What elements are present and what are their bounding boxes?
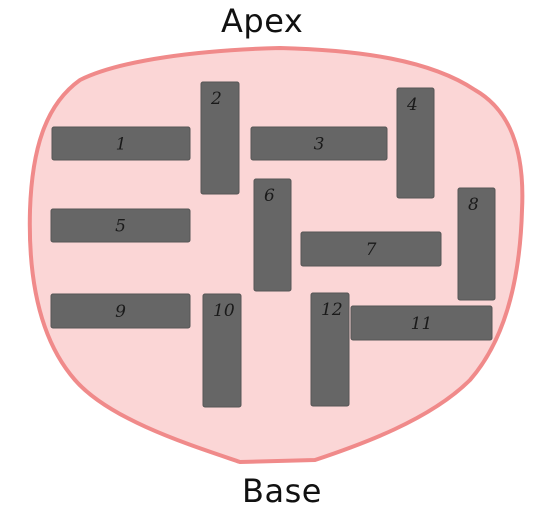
base-label: Base (242, 472, 322, 510)
block-5: 5 (50, 208, 191, 243)
block-rect-10 (202, 293, 242, 408)
block-9: 9 (50, 293, 191, 329)
block-11: 11 (350, 305, 493, 341)
block-1: 1 (51, 126, 191, 161)
block-rect-2 (200, 81, 240, 195)
block-7: 7 (300, 231, 442, 267)
block-rect-1 (51, 126, 191, 161)
block-label-7: 7 (366, 240, 377, 260)
block-label-6: 6 (264, 186, 275, 206)
apex-label: Apex (221, 2, 304, 40)
block-rect-7 (300, 231, 442, 267)
block-6: 6 (253, 178, 292, 292)
block-label-1: 1 (116, 135, 127, 155)
block-rect-6 (253, 178, 292, 292)
block-8: 8 (457, 187, 496, 301)
block-label-8: 8 (468, 195, 479, 215)
block-10: 10 (202, 293, 242, 408)
block-label-11: 11 (411, 314, 433, 334)
block-label-12: 12 (321, 300, 343, 320)
block-label-3: 3 (314, 135, 325, 155)
block-rect-3 (250, 126, 388, 161)
block-label-10: 10 (213, 301, 235, 321)
block-rect-5 (50, 208, 191, 243)
block-3: 3 (250, 126, 388, 161)
block-rect-4 (396, 87, 435, 199)
block-12: 12 (310, 292, 350, 407)
block-2: 2 (200, 81, 240, 195)
block-rect-8 (457, 187, 496, 301)
block-label-4: 4 (406, 95, 418, 115)
block-label-2: 2 (210, 89, 222, 109)
block-rect-11 (350, 305, 493, 341)
block-rect-9 (50, 293, 191, 329)
block-4: 4 (396, 87, 435, 199)
block-label-5: 5 (115, 217, 126, 237)
block-rect-12 (310, 292, 350, 407)
block-label-9: 9 (115, 302, 126, 322)
